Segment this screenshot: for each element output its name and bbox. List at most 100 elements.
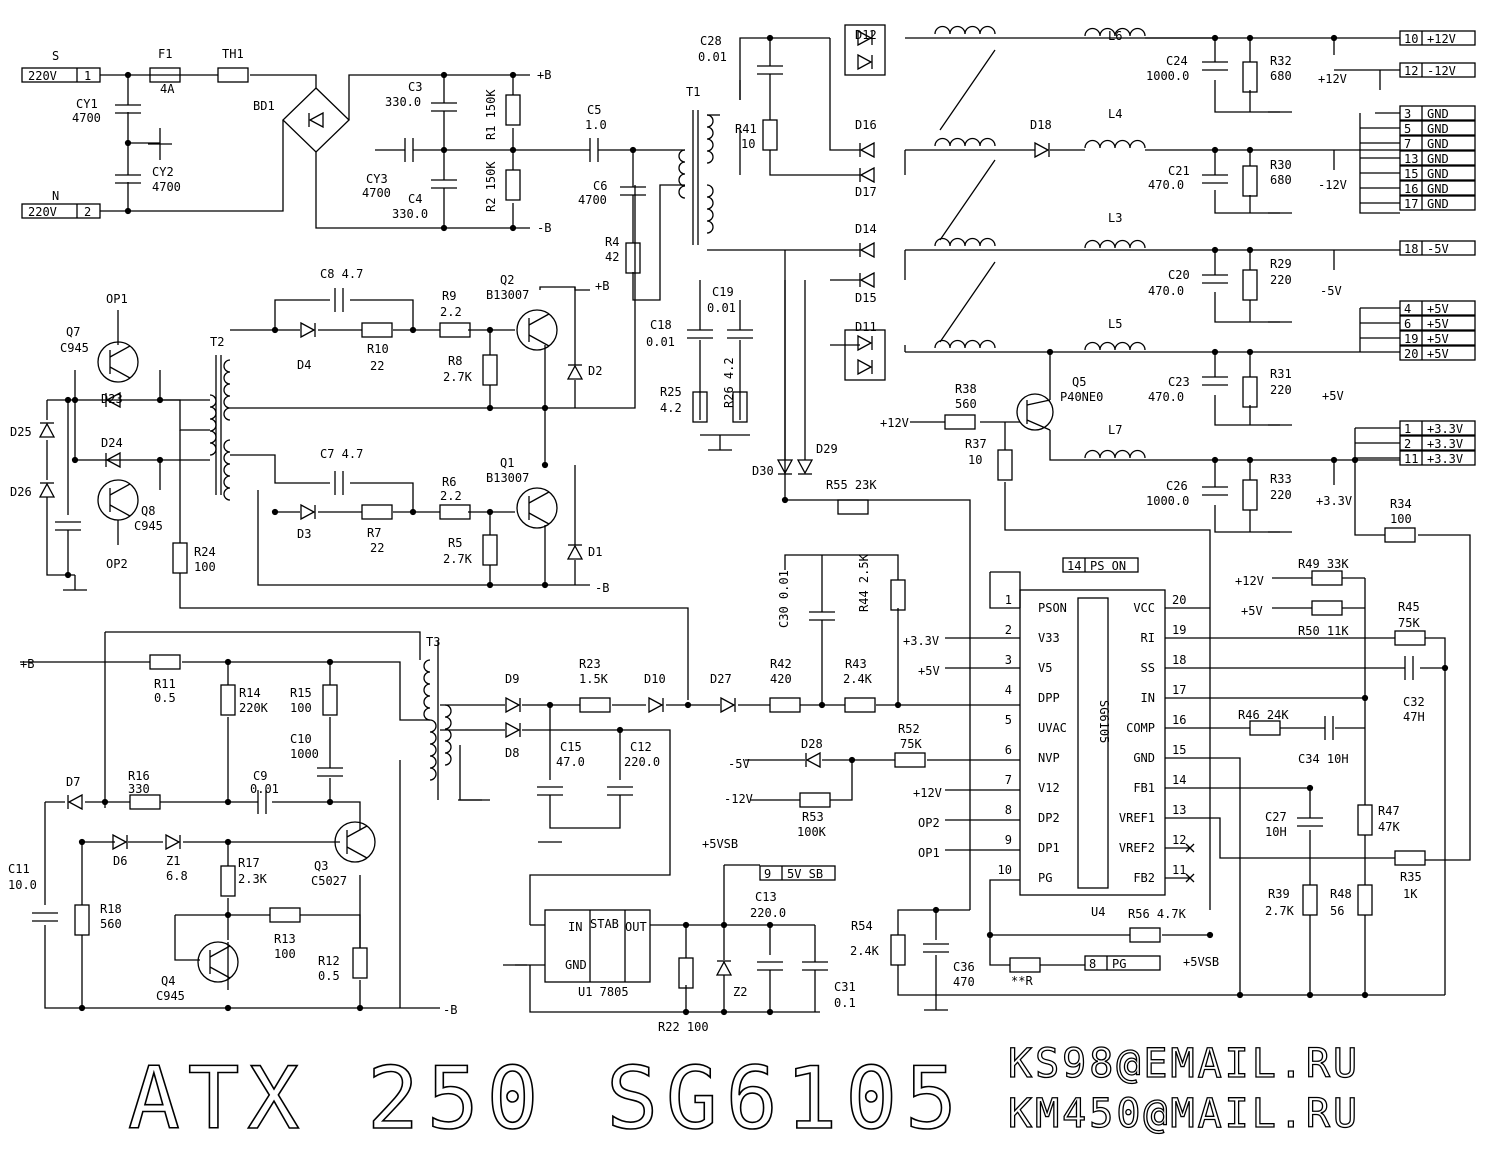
junction-dot (326, 658, 334, 666)
schematic-title: ATX 250 SG6105 (128, 1049, 965, 1149)
label-r7-v: 22 (370, 541, 384, 555)
ic-pin-name: V12 (1038, 781, 1060, 795)
label-r24: R24 (194, 545, 216, 559)
label-r24-v: 100 (194, 560, 216, 574)
input-terminal (21, 203, 101, 219)
label-u1-out: OUT (625, 920, 647, 934)
label-d7: D7 (66, 775, 80, 789)
label-r25-v: 4.2 (660, 401, 682, 415)
label-d28: D28 (801, 737, 823, 751)
junction-dot (720, 1008, 728, 1016)
junction-dot (156, 396, 164, 404)
ic-pin-name: VREF2 (1119, 841, 1155, 855)
label-l6: L6 (1108, 29, 1122, 43)
junction-dot (1206, 931, 1214, 939)
connector-pin: 18-5V (1399, 240, 1476, 256)
wire (174, 915, 200, 961)
junction-dot (271, 326, 279, 334)
connector-signal: GND (1427, 182, 1449, 196)
label-d10: D10 (644, 672, 666, 686)
junction-dot (124, 71, 132, 79)
label-c34: C34 10H (1298, 752, 1349, 766)
label-c21-v: 470.0 (1148, 178, 1184, 192)
terminal-voltage: 220V (28, 69, 57, 83)
ic-pin-number: 9 (1005, 833, 1012, 847)
capacitor (257, 790, 267, 814)
ic-part-number: SG6105 (1097, 700, 1111, 743)
ic-pin-number: 10 (998, 863, 1012, 877)
wire (348, 74, 530, 120)
capacitor (32, 912, 58, 922)
label-c36: C36 (953, 960, 975, 974)
junction-dot (541, 404, 549, 412)
resistor (997, 449, 1013, 481)
junction-dot (440, 146, 448, 154)
connector-pin: 1+3.3V (1399, 420, 1476, 436)
junction-dot (682, 1008, 690, 1016)
junction-dot (1361, 694, 1369, 702)
capacitor (1324, 716, 1334, 740)
capacitor (1202, 274, 1228, 284)
resistor (220, 865, 236, 897)
wire (1165, 757, 1241, 995)
wire (1214, 80, 1280, 113)
junction-dot (894, 701, 902, 709)
label-d29: D29 (816, 442, 838, 456)
label-c23: C23 (1168, 375, 1190, 389)
wire (459, 745, 490, 801)
no-connect-icon (1185, 873, 1195, 883)
wire (739, 37, 830, 100)
label-u4: U4 (1091, 905, 1105, 919)
label-p5sb: +5VSB (702, 837, 738, 851)
ic-pin-name: RI (1141, 631, 1155, 645)
wire (46, 497, 75, 576)
junction-dot (326, 798, 334, 806)
diode (805, 751, 821, 769)
transistor (516, 309, 558, 351)
label-q2-v: B13007 (486, 288, 529, 302)
label-r32: R32 (1270, 54, 1292, 68)
junction-dot (409, 508, 417, 516)
connector-signal: +5V (1427, 347, 1449, 361)
junction-dot (1211, 246, 1219, 254)
ic-pin-number: 16 (1172, 713, 1186, 727)
label-r23: R23 (579, 657, 601, 671)
wire (1425, 637, 1446, 668)
label-d16: D16 (855, 118, 877, 132)
connector-signal: +5V (1427, 332, 1449, 346)
capacitor (923, 943, 949, 953)
connector-pin-number: 17 (1404, 197, 1418, 211)
ic-body (1019, 589, 1166, 896)
resistor (439, 504, 471, 520)
label-c27-v: 10H (1265, 825, 1287, 839)
capacitor (809, 611, 835, 621)
inductor (934, 339, 996, 349)
transformer-winding (209, 394, 217, 456)
label-pb1: +B (537, 68, 551, 82)
label-r31: R31 (1270, 367, 1292, 381)
label-r30-v: 680 (1270, 173, 1292, 187)
connector-pin-number: 4 (1404, 302, 1411, 316)
diode (165, 833, 181, 851)
junction-dot (64, 396, 72, 404)
diode (859, 166, 875, 184)
ic-pin-number: 20 (1172, 593, 1186, 607)
label-l4: L4 (1108, 107, 1122, 121)
label-q8: Q8 (141, 504, 155, 518)
diode (857, 358, 873, 376)
label-u1-gnd: GND (565, 958, 587, 972)
connector-signal: +3.3V (1427, 452, 1463, 466)
components (32, 24, 1426, 1011)
label-c9: C9 (253, 769, 267, 783)
label-q7: Q7 (66, 325, 80, 339)
resistor (482, 354, 498, 386)
resistor (220, 684, 236, 716)
connector-pin-number: 16 (1404, 182, 1418, 196)
label-r8-v: 2.7K (443, 370, 473, 384)
capacitor (757, 65, 783, 75)
label-r43-v: 2.4K (843, 672, 873, 686)
junction-dot (1236, 991, 1244, 999)
label-f1-v: 4A (160, 82, 175, 96)
